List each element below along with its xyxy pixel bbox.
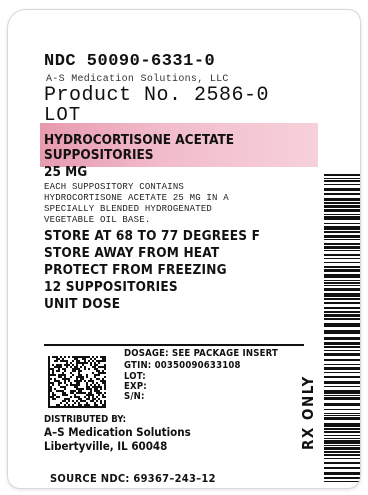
description-line: VEGETABLE OIL BASE. [44, 215, 151, 225]
product-number: Product No. 2586-0 [44, 84, 270, 107]
gtin-number: GTIN: 00350090633108 [124, 360, 241, 371]
drug-name-line1: HYDROCORTISONE ACETATE [44, 132, 235, 148]
dosage-note: DOSAGE: SEE PACKAGE INSERT [124, 348, 279, 359]
storage-line: STORE AT 68 TO 77 DEGREES F [44, 228, 261, 244]
distributor-city: Libertyville, IL 60048 [44, 439, 168, 453]
serial-field: S/N: [124, 391, 145, 402]
description-line: SPECIALLY BLENDED HYDROGENATED [44, 204, 213, 214]
drug-strength: 25 MG [44, 164, 88, 180]
lot-label: LOT [44, 104, 82, 126]
highlight-band [40, 123, 318, 167]
description-line: EACH SUPPOSITORY CONTAINS [44, 182, 185, 192]
source-ndc: SOURCE NDC: 69367–243–12 [50, 472, 216, 485]
package-count: 12 SUPPOSITORIES [44, 279, 178, 295]
storage-line: STORE AWAY FROM HEAT [44, 245, 220, 261]
barcode [324, 174, 360, 482]
distributor-name: A–S Medication Solutions [44, 425, 191, 439]
exp-field: EXP: [124, 381, 147, 392]
storage-line: PROTECT FROM FREEZING [44, 262, 227, 278]
ndc-number: NDC 50090-6331-0 [44, 52, 216, 71]
manufacturer-name: A-S Medication Solutions, LLC [46, 74, 229, 85]
drug-label: NDC 50090-6331-0 A-S Medication Solution… [8, 10, 360, 488]
lot-field: LOT: [124, 371, 146, 382]
description-line: HYDROCORTISONE ACETATE 25 MG IN A [44, 193, 229, 203]
unit-dose: UNIT DOSE [44, 296, 121, 312]
divider-rule [44, 344, 304, 346]
drug-name-line2: SUPPOSITORIES [44, 147, 154, 163]
datamatrix-code [48, 356, 106, 408]
rx-only-label: RX ONLY [299, 375, 317, 450]
distributed-by-heading: DISTRIBUTED BY: [44, 414, 126, 425]
